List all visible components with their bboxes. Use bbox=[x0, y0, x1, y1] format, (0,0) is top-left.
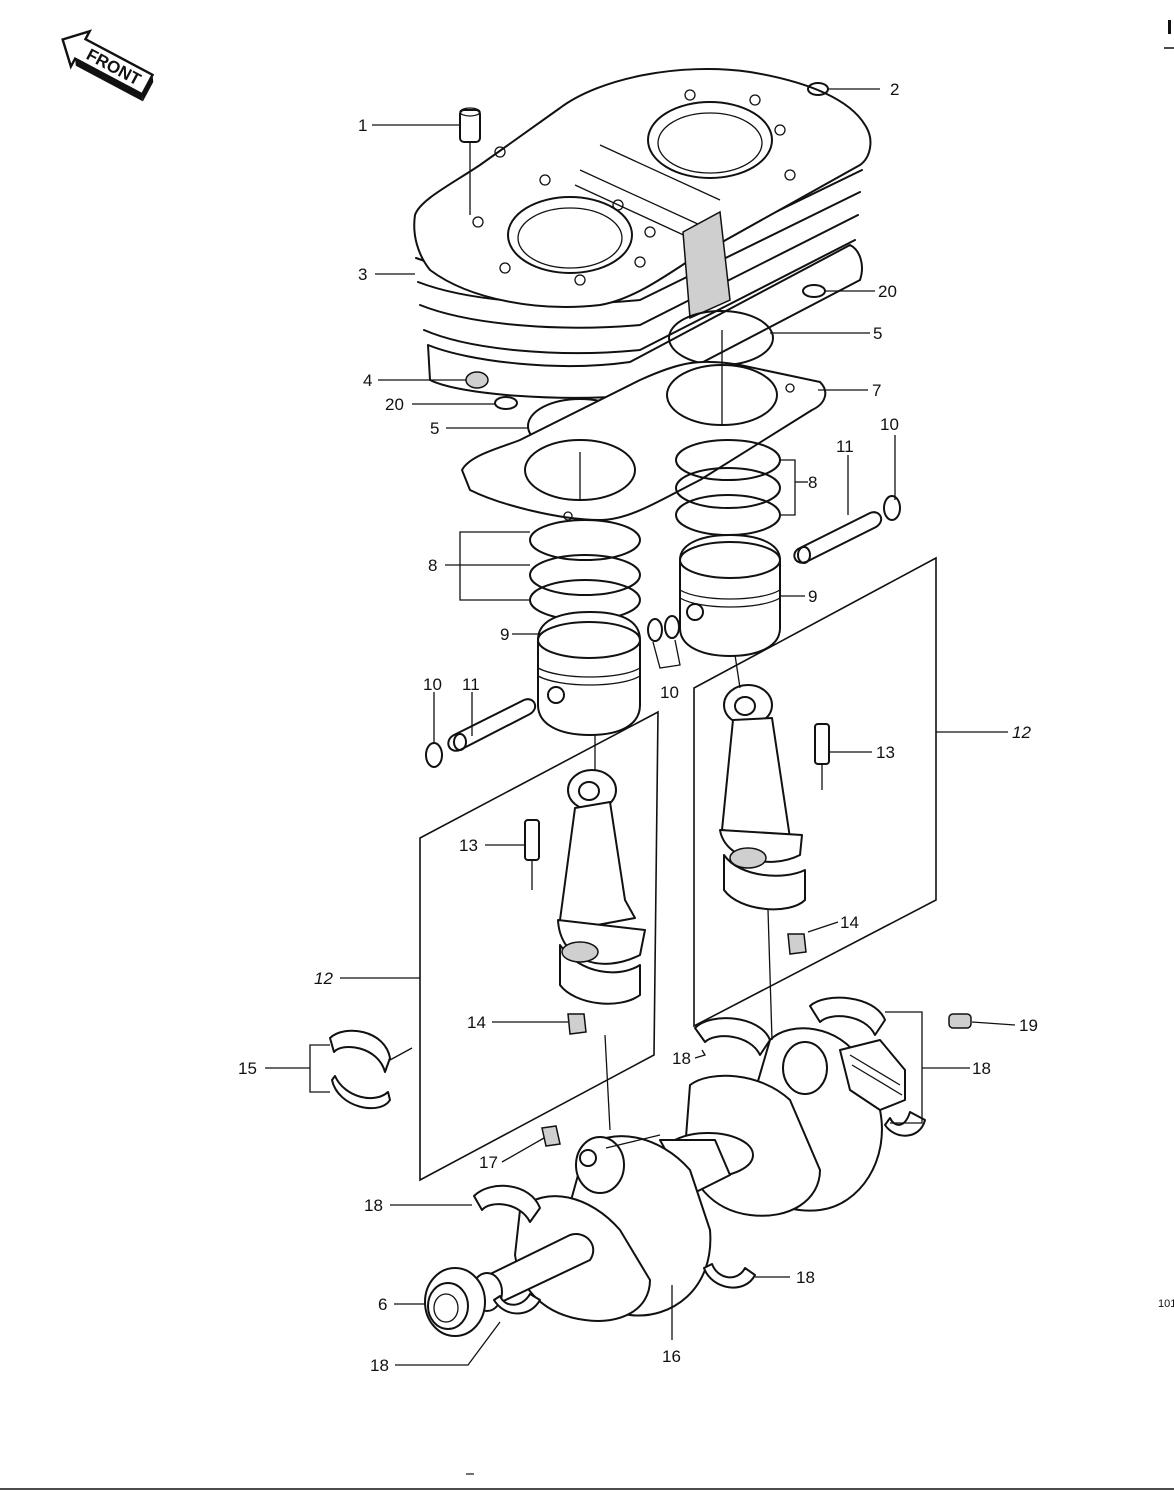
con-rod-bolt-right bbox=[814, 723, 830, 790]
callout-14: 14 bbox=[840, 913, 859, 932]
callout-2: 2 bbox=[890, 80, 899, 99]
callout-15: 15 bbox=[238, 1059, 257, 1078]
callout-13: 13 bbox=[876, 743, 895, 762]
callout-19: 19 bbox=[1019, 1016, 1038, 1035]
page-code: 101 bbox=[1158, 1298, 1174, 1310]
callout-leaders bbox=[265, 88, 1016, 1366]
main-bearing-e bbox=[703, 1263, 756, 1289]
callout-10: 10 bbox=[880, 415, 899, 434]
callout-17: 17 bbox=[479, 1153, 498, 1172]
o-ring-small-left bbox=[494, 396, 518, 410]
callout-labels: 1 2 3 20 5 4 7 20 5 10 11 8 8 9 9 10 11 … bbox=[238, 80, 1038, 1375]
callout-6: 6 bbox=[378, 1295, 387, 1314]
cap-nut bbox=[465, 371, 489, 389]
main-bearing-d bbox=[473, 1184, 541, 1223]
piston-rings-left bbox=[529, 519, 641, 621]
callout-12: 12 bbox=[314, 969, 333, 988]
callout-4: 4 bbox=[363, 371, 372, 390]
callout-10: 10 bbox=[660, 683, 679, 702]
callout-16: 16 bbox=[662, 1347, 681, 1366]
crank-plug bbox=[541, 1125, 561, 1147]
callout-18: 18 bbox=[370, 1356, 389, 1375]
piston-pin-left bbox=[447, 698, 537, 752]
piston-pin-right bbox=[793, 511, 883, 564]
main-bearing-b bbox=[809, 996, 886, 1036]
front-arrow-icon: FRONT bbox=[61, 29, 155, 102]
cylinder-block bbox=[413, 68, 872, 399]
callout-5: 5 bbox=[430, 419, 439, 438]
corner-mark bbox=[1168, 20, 1171, 34]
callout-18: 18 bbox=[796, 1268, 815, 1287]
callout-20: 20 bbox=[878, 282, 897, 301]
con-rod-nut-right bbox=[787, 933, 807, 955]
callout-5: 5 bbox=[873, 324, 882, 343]
con-rod-nut-left bbox=[567, 1013, 587, 1035]
callout-18: 18 bbox=[672, 1049, 691, 1068]
callout-1: 1 bbox=[358, 116, 367, 135]
callout-20: 20 bbox=[385, 395, 404, 414]
callout-3: 3 bbox=[358, 265, 367, 284]
main-bearing-a bbox=[694, 1017, 771, 1056]
callout-8: 8 bbox=[808, 473, 817, 492]
callout-11: 11 bbox=[836, 437, 854, 456]
callout-14: 14 bbox=[467, 1013, 486, 1032]
knock-pin bbox=[948, 1013, 972, 1029]
callout-11: 11 bbox=[462, 675, 480, 694]
circlip-left bbox=[425, 742, 443, 768]
callout-18: 18 bbox=[364, 1196, 383, 1215]
oil-seal bbox=[424, 1267, 486, 1337]
main-bearing-f bbox=[493, 1293, 541, 1315]
crankshaft bbox=[471, 1027, 906, 1322]
piston-left bbox=[537, 611, 641, 736]
piston-right bbox=[679, 534, 781, 657]
callout-7: 7 bbox=[872, 381, 881, 400]
connecting-rod-left bbox=[557, 769, 646, 1005]
dowel-pin bbox=[459, 107, 481, 215]
circlip-mid-b bbox=[664, 615, 680, 639]
circlip-mid-a bbox=[647, 618, 663, 642]
callout-12: 12 bbox=[1012, 723, 1031, 742]
circlip-right bbox=[883, 495, 901, 521]
callout-8: 8 bbox=[428, 556, 437, 575]
callout-13: 13 bbox=[459, 836, 478, 855]
connecting-rod-right bbox=[719, 684, 806, 911]
con-rod-frame-left bbox=[419, 710, 659, 1182]
callout-10: 10 bbox=[423, 675, 442, 694]
con-rod-bolt-left bbox=[524, 819, 540, 890]
bearing-insert-15 bbox=[329, 1029, 391, 1110]
callout-9: 9 bbox=[500, 625, 509, 644]
callout-9: 9 bbox=[808, 587, 817, 606]
base-gasket bbox=[461, 330, 827, 521]
callout-18: 18 bbox=[972, 1059, 991, 1078]
main-bearing-c bbox=[884, 1111, 926, 1137]
con-rod-frame-right bbox=[693, 556, 937, 1028]
